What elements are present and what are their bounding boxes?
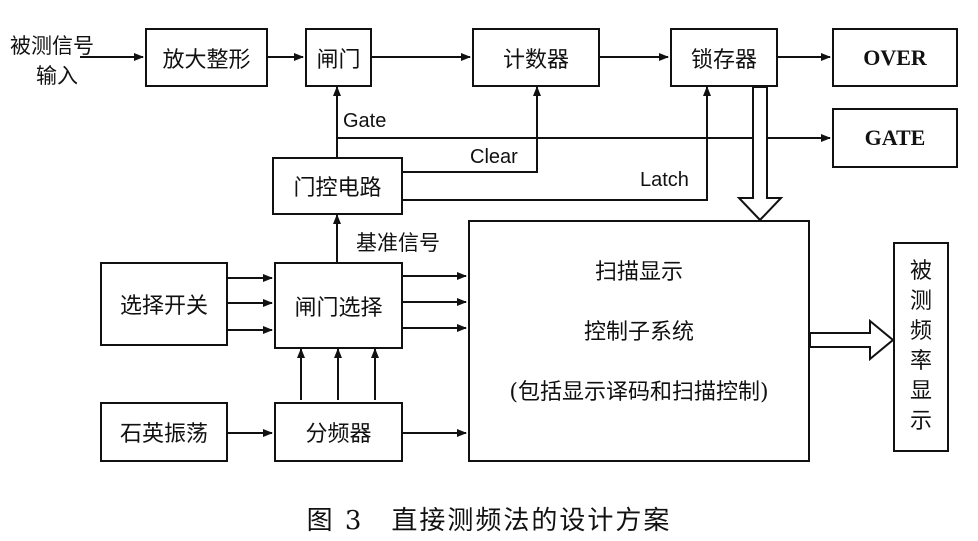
frequency-display-char: 被 — [909, 259, 932, 284]
gate-control-block: 门控电路 — [272, 157, 403, 215]
frequency-divider-block: 分频器 — [274, 402, 403, 462]
frequency-display-char: 率 — [909, 349, 932, 374]
counter-block: 计数器 — [472, 28, 600, 87]
latch-to-scan-hollow-arrow — [736, 86, 784, 222]
frequency-display-char: 测 — [909, 289, 932, 314]
selector-switch-block: 选择开关 — [100, 262, 228, 346]
frequency-display-block: 被 测 频 率 显 示 — [893, 242, 949, 452]
amplifier-shaper-block: 放大整形 — [145, 28, 268, 87]
latch-block: 锁存器 — [670, 28, 778, 87]
reference-signal-label: 基准信号 — [356, 231, 440, 255]
input-signal-label-line1: 被测信号 — [10, 34, 94, 58]
gate-output-label: GATE — [864, 125, 926, 150]
gate-block: 闸门 — [305, 28, 372, 87]
counter-label: 计数器 — [502, 47, 569, 73]
frequency-divider-label: 分频器 — [305, 422, 372, 447]
gate-label: 闸门 — [316, 47, 361, 73]
scan-display-subsystem-block: 扫描显示 控制子系统 (包括显示译码和扫描控制) — [468, 220, 810, 462]
crystal-oscillator-label: 石英振荡 — [119, 422, 208, 447]
wire-latch — [403, 86, 711, 201]
scan-display-line3: (包括显示译码和扫描控制) — [509, 380, 769, 405]
scan-to-display-hollow-arrow — [809, 318, 895, 362]
latch-signal-label: Latch — [640, 169, 689, 191]
gate-output-block: GATE — [832, 108, 958, 168]
scan-display-line2: 控制子系统 — [583, 320, 694, 345]
crystal-oscillator-block: 石英振荡 — [100, 402, 228, 462]
wire-clear — [403, 86, 541, 173]
latch-label: 锁存器 — [690, 47, 757, 73]
gate-select-block: 闸门选择 — [274, 262, 403, 349]
clear-signal-label: Clear — [470, 146, 518, 168]
gate-select-label: 闸门选择 — [294, 295, 383, 321]
gate-control-label: 门控电路 — [293, 176, 382, 201]
frequency-display-char: 显 — [909, 379, 932, 404]
over-output-label: OVER — [863, 44, 927, 70]
figure-caption: 图 3 直接测频法的设计方案 — [306, 506, 672, 536]
input-signal-label-line2: 输入 — [36, 64, 78, 88]
input-signal-label: 被测信号 输入 — [10, 30, 94, 90]
frequency-display-char: 频 — [909, 319, 932, 344]
selector-switch-label: 选择开关 — [119, 294, 208, 319]
gate-signal-label: Gate — [343, 110, 387, 132]
scan-display-line1: 扫描显示 — [594, 260, 683, 285]
frequency-display-char: 示 — [909, 409, 932, 434]
amplifier-shaper-label: 放大整形 — [162, 47, 251, 73]
over-output-block: OVER — [832, 28, 958, 87]
